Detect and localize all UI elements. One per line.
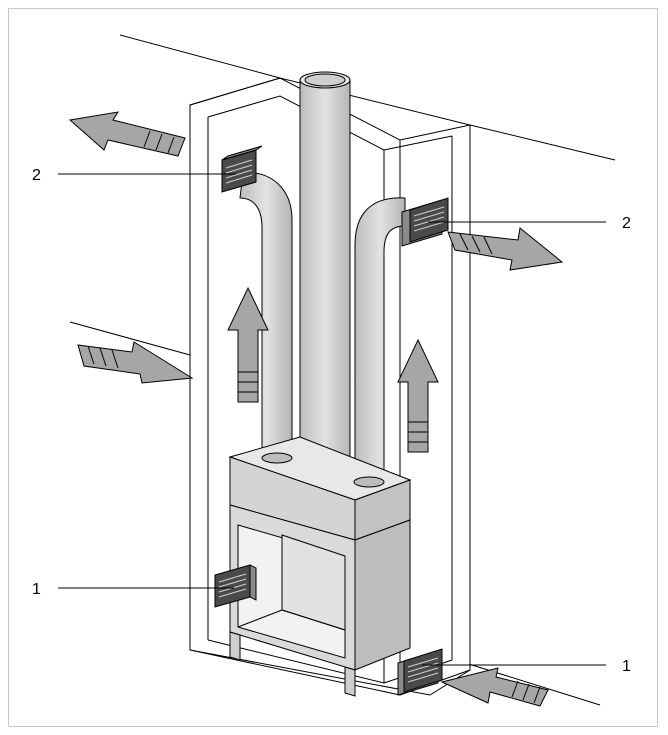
diagram-frame: [8, 8, 658, 727]
exhaust-grille-icon: [221, 145, 263, 193]
callout-exhaust-left: 2: [32, 167, 41, 184]
airflow-arrow-icon: [440, 667, 549, 707]
intake-grille-icon: [397, 648, 443, 696]
intake-grille-icon: [214, 564, 257, 608]
callout-intake-left: 1: [32, 581, 41, 598]
airflow-arrow-icon: [447, 227, 564, 271]
airflow-arrow-icon: [68, 111, 186, 157]
callout-lines: [58, 173, 606, 666]
flue-pipe: [299, 71, 351, 478]
airflow-arrow-icon: [77, 341, 194, 384]
callout-intake-right: 1: [622, 658, 631, 675]
airflow-arrow-icon: [397, 338, 439, 453]
callout-exhaust-right: 2: [622, 215, 631, 232]
fireplace-insert: [228, 436, 412, 697]
exhaust-grille-icon: [401, 197, 449, 247]
airflow-arrow-icon: [227, 286, 269, 403]
